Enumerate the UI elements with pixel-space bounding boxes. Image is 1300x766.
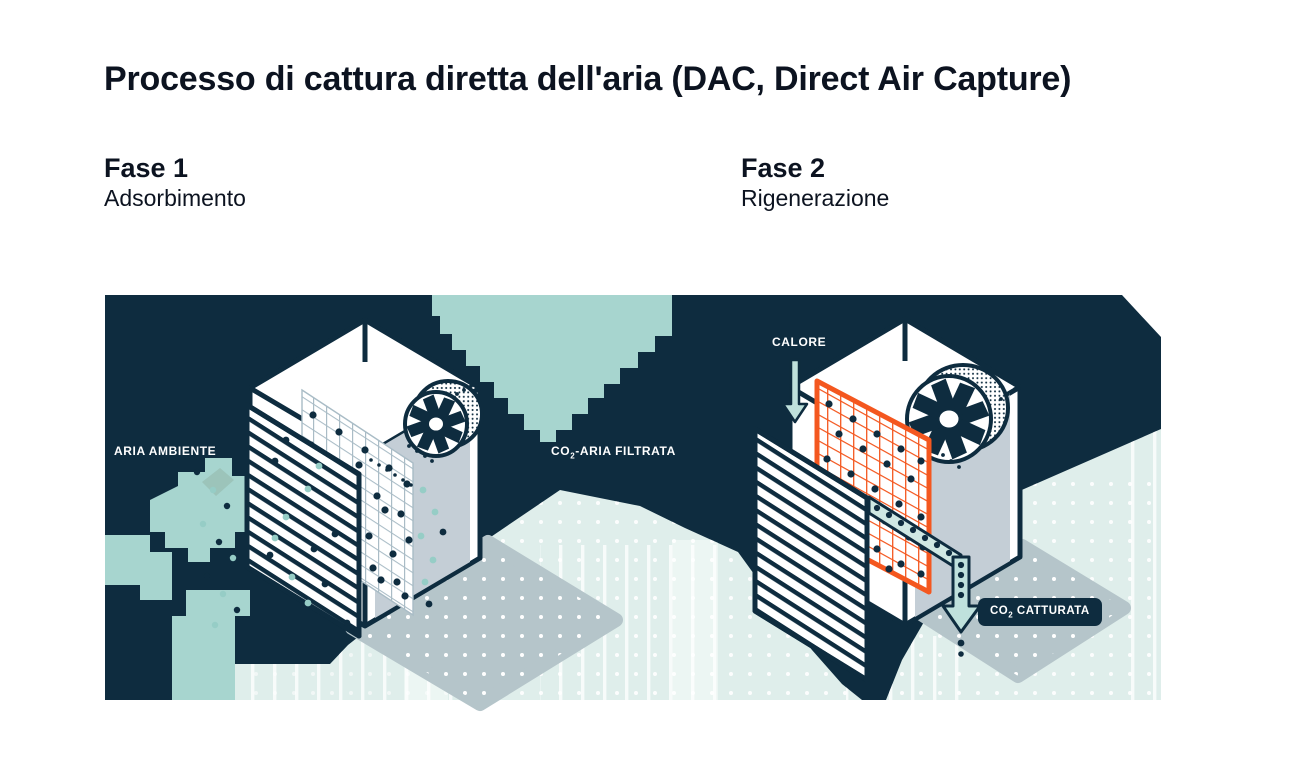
fan-icon: [403, 379, 484, 458]
dac-unit-phase2: [752, 316, 1023, 683]
phase-1-subtitle: Adsorbimento: [104, 185, 246, 212]
captured-prefix: CO: [990, 604, 1009, 617]
filtered-air-label: CO2-ARIA FILTRATA: [551, 444, 676, 460]
captured-subscript: 2: [1008, 610, 1014, 620]
phase-2-subtitle: Rigenerazione: [741, 185, 890, 212]
teal-cloud-shapes: [105, 295, 672, 700]
fan-dotted-link: [455, 380, 479, 396]
phase-2-name: Fase 2: [741, 153, 826, 183]
captured-rest: CATTURATA: [1013, 604, 1090, 617]
heat-arrow-icon: [781, 358, 809, 424]
ambient-air-label: ARIA AMBIENTE: [114, 444, 217, 458]
adsorbed-dots: [266, 436, 351, 627]
co2-tube-dots: [873, 504, 965, 599]
page-title: Processo di cattura diretta dell'aria (D…: [104, 60, 1072, 98]
co2-outflow-dots: [957, 639, 965, 657]
fan-icon: [905, 363, 1010, 464]
dac-unit-phase1: [193, 317, 484, 639]
louver-panel-icon: [752, 426, 870, 683]
phase-2-header: Fase 2 Rigenerazione: [741, 153, 1161, 213]
captured-co2-badge: CO2 CATTURATA: [978, 598, 1102, 626]
fan-dotted-link2: [407, 444, 434, 463]
incoming-air-dots: [193, 468, 241, 629]
phase-1-header: Fase 1 Adsorbimento: [104, 153, 524, 213]
phase-1-name: Fase 1: [104, 153, 189, 183]
filtered-air-prefix: CO: [551, 444, 571, 458]
floating-dots: [417, 486, 447, 608]
fan-dotted-link2: [933, 447, 961, 469]
filtered-air-subscript: 2: [570, 451, 576, 461]
filtered-air-rest: -ARIA FILTRATA: [575, 444, 676, 458]
heat-label: CALORE: [772, 335, 827, 349]
fan-dotted-link: [999, 387, 1017, 401]
